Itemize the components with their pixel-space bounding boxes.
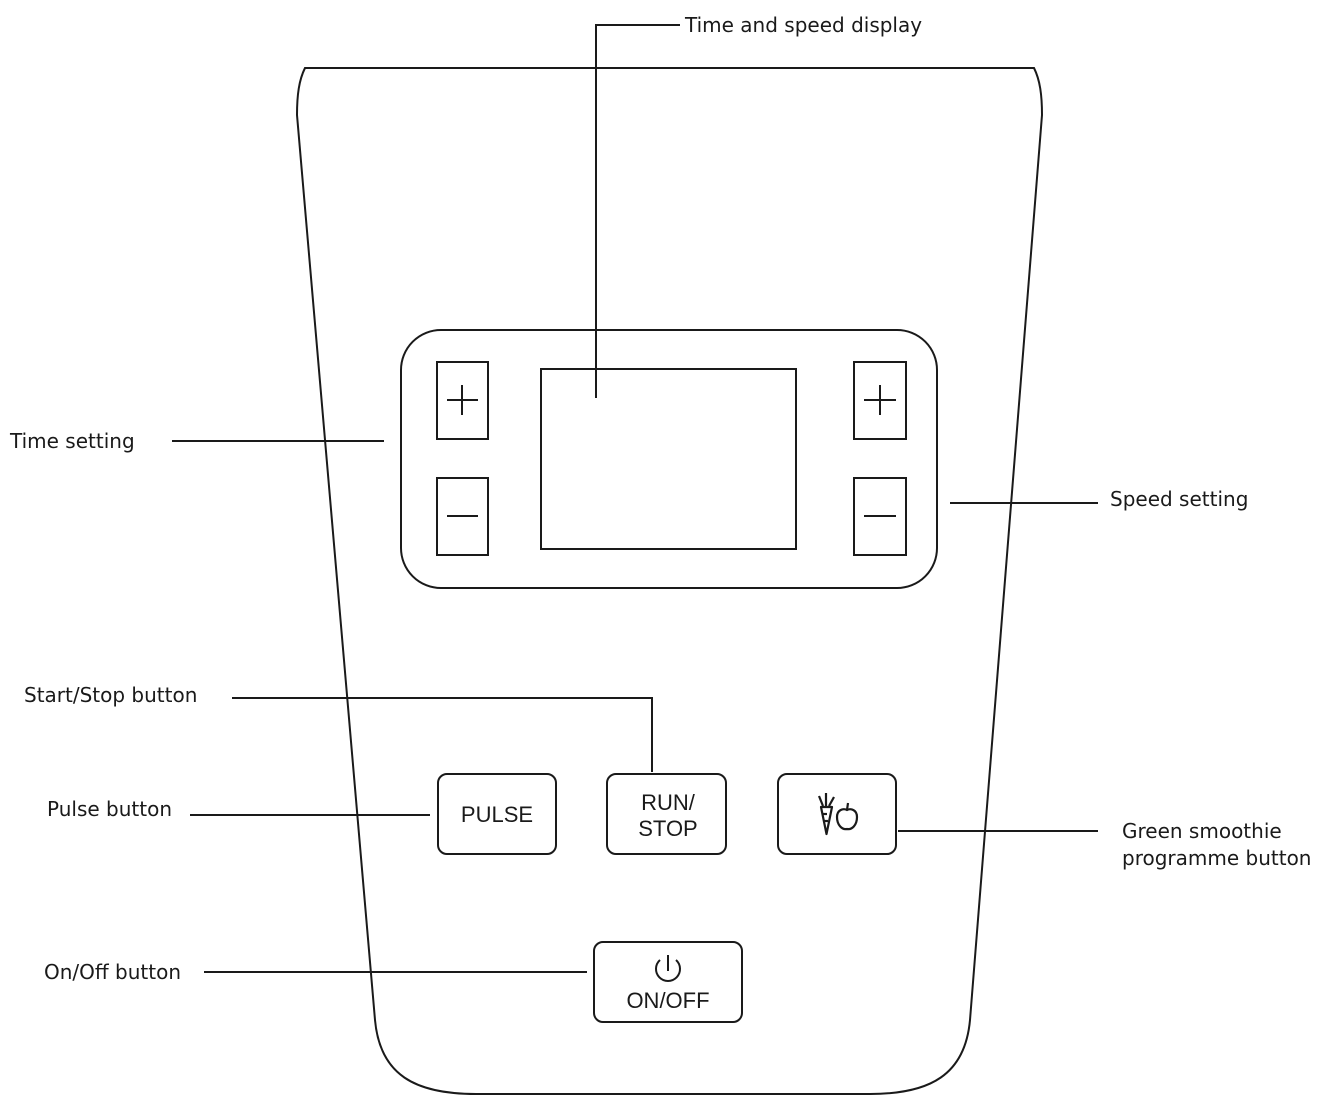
green-smoothie-button[interactable] xyxy=(777,773,897,855)
pulse-label: Pulse button xyxy=(47,797,172,821)
run-stop-label-line1: RUN/ xyxy=(641,790,696,815)
on-off-label: ON/OFF xyxy=(626,988,709,1013)
run-stop-label-line2: STOP xyxy=(638,816,698,841)
start-stop-leader-line xyxy=(232,697,653,772)
time-speed-display xyxy=(540,368,797,550)
time-plus-button[interactable] xyxy=(436,361,489,440)
start-stop-label: Start/Stop button xyxy=(24,683,198,707)
time-minus-button[interactable] xyxy=(436,477,489,556)
time-setting-label: Time setting xyxy=(10,429,135,453)
panel-body xyxy=(295,67,1044,1095)
green-smoothie-label-line2: programme button xyxy=(1122,846,1312,870)
run-stop-button[interactable] xyxy=(606,773,727,855)
carrot-apple-icon xyxy=(817,793,859,836)
pulse-button-label: PULSE xyxy=(461,802,533,827)
display-label: Time and speed display xyxy=(685,13,923,37)
on-off-button[interactable] xyxy=(593,941,743,1023)
display-bezel xyxy=(400,329,938,589)
speed-plus-button[interactable] xyxy=(853,361,907,440)
speed-minus-button[interactable] xyxy=(853,477,907,556)
display-leader-line xyxy=(595,24,680,398)
speed-setting-label: Speed setting xyxy=(1110,487,1249,511)
on-off-label: On/Off button xyxy=(44,960,182,984)
power-icon xyxy=(655,955,681,982)
pulse-button[interactable] xyxy=(437,773,557,855)
green-smoothie-label-line1: Green smoothie xyxy=(1122,819,1282,843)
